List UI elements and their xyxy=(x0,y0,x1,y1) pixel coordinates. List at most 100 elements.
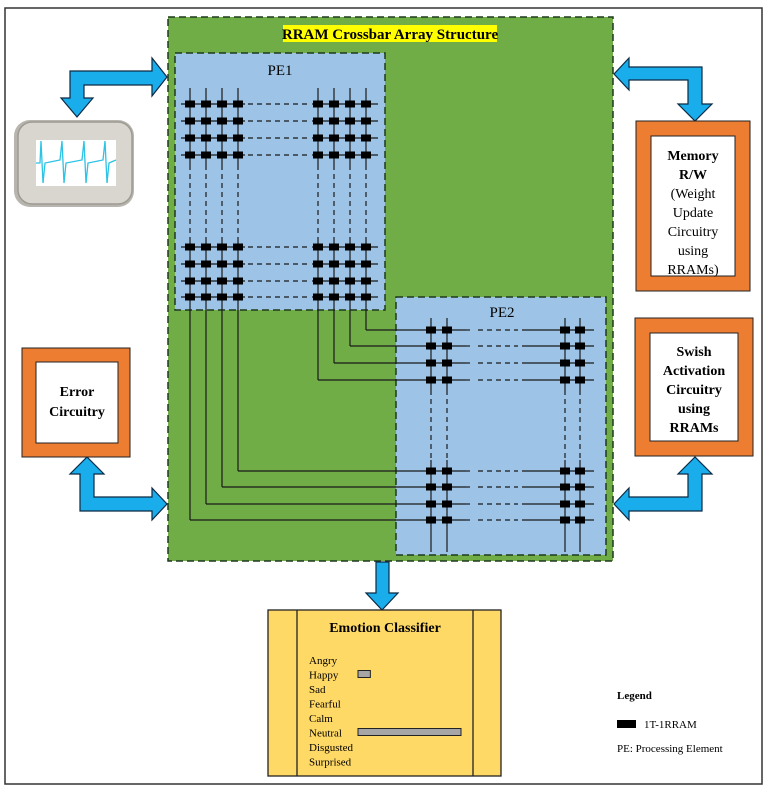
block-text-line: RRAMs) xyxy=(667,263,719,278)
rram-cell xyxy=(313,260,323,268)
rram-cell xyxy=(361,117,371,125)
pe2-box xyxy=(395,296,607,556)
emotion-label: Sad xyxy=(309,684,326,696)
rram-cell xyxy=(575,483,585,491)
rram-cell xyxy=(329,100,339,108)
rram-cell xyxy=(217,277,227,285)
rram-cell xyxy=(313,151,323,159)
rram-cell xyxy=(361,260,371,268)
rram-cell xyxy=(329,243,339,251)
rram-cell xyxy=(201,117,211,125)
rram-cell xyxy=(233,277,243,285)
oscilloscope-waveform-icon xyxy=(14,120,134,207)
emotion-list: AngryHappySadFearfulCalmNeutralDisgusted… xyxy=(309,655,462,769)
memory-block-text: MemoryR/W(WeightUpdateCircuitryusingRRAM… xyxy=(667,149,719,278)
block-text-line: Circuitry xyxy=(668,225,719,240)
rram-cell xyxy=(345,293,355,301)
rram-cell xyxy=(185,151,195,159)
rram-cell xyxy=(560,326,570,334)
rram-cell xyxy=(426,516,436,524)
legend-title: Legend xyxy=(617,690,652,702)
rram-cell xyxy=(185,134,195,142)
rram-cell xyxy=(233,243,243,251)
rram-cell xyxy=(313,293,323,301)
rram-cell xyxy=(361,100,371,108)
rram-cell xyxy=(575,342,585,350)
rram-cell xyxy=(217,293,227,301)
rram-cell xyxy=(313,134,323,142)
rram-cell xyxy=(329,134,339,142)
rram-cell xyxy=(217,243,227,251)
emotion-label: Surprised xyxy=(309,757,352,769)
rram-cell xyxy=(233,260,243,268)
classifier-title: Emotion Classifier xyxy=(329,621,441,636)
emotion-label: Disgusted xyxy=(309,742,354,754)
rram-cell xyxy=(217,260,227,268)
rram-cell xyxy=(329,151,339,159)
memory-block xyxy=(650,135,736,277)
rram-cell xyxy=(361,293,371,301)
rram-cell xyxy=(313,243,323,251)
rram-cell xyxy=(560,500,570,508)
rram-cell xyxy=(575,500,585,508)
block-text-line: Circuitry xyxy=(49,405,105,420)
rram-cell xyxy=(426,342,436,350)
block-text-line: RRAMs xyxy=(670,421,720,436)
legend-note: PE: Processing Element xyxy=(617,743,723,755)
emotion-label: Angry xyxy=(309,655,338,667)
block-text-line: Memory xyxy=(667,149,718,164)
emotion-label: Fearful xyxy=(309,699,341,711)
rram-cell xyxy=(345,117,355,125)
rram-cell xyxy=(185,100,195,108)
rram-cell xyxy=(361,277,371,285)
emotion-label: Neutral xyxy=(309,728,342,740)
rram-cell xyxy=(201,134,211,142)
rram-cell xyxy=(560,342,570,350)
rram-cell xyxy=(217,117,227,125)
title-highlight xyxy=(283,25,497,42)
rram-cell xyxy=(217,151,227,159)
rram-cell xyxy=(345,243,355,251)
rram-cell xyxy=(201,151,211,159)
legend-cell-label: 1T-1RRAM xyxy=(644,719,697,731)
arrow-array-swish xyxy=(613,456,714,522)
rram-cell xyxy=(185,260,195,268)
rram-cell xyxy=(345,100,355,108)
emotion-score-bar xyxy=(357,670,371,678)
rram-cell xyxy=(313,117,323,125)
rram-cell xyxy=(442,359,452,367)
block-text-line: Error xyxy=(60,385,95,400)
arrow-array-memory xyxy=(613,56,714,122)
pe1-label: PE1 xyxy=(267,63,292,79)
rram-cell xyxy=(442,467,452,475)
rram-cell xyxy=(329,117,339,125)
rram-cell xyxy=(426,359,436,367)
rram-cell xyxy=(361,134,371,142)
block-text-line: using xyxy=(678,402,710,417)
rram-cell xyxy=(361,151,371,159)
rram-cell xyxy=(201,260,211,268)
pe2-label: PE2 xyxy=(489,305,514,321)
rram-cell xyxy=(345,260,355,268)
rram-cell xyxy=(575,516,585,524)
rram-cell xyxy=(201,243,211,251)
emotion-label: Calm xyxy=(309,713,333,725)
rram-cell xyxy=(345,277,355,285)
rram-cell xyxy=(575,376,585,384)
rram-cell xyxy=(345,151,355,159)
rram-cell xyxy=(575,326,585,334)
rram-cell xyxy=(185,117,195,125)
rram-cell xyxy=(233,293,243,301)
rram-cell xyxy=(217,100,227,108)
rram-cell xyxy=(201,100,211,108)
arrow-monitor-array xyxy=(59,56,168,118)
emotion-classifier-box xyxy=(267,609,502,777)
rram-cell xyxy=(426,500,436,508)
rram-cell xyxy=(201,277,211,285)
rram-cell xyxy=(560,359,570,367)
rram-cell xyxy=(442,376,452,384)
arrow-array-classifier xyxy=(364,561,400,611)
swish-block xyxy=(649,332,739,442)
